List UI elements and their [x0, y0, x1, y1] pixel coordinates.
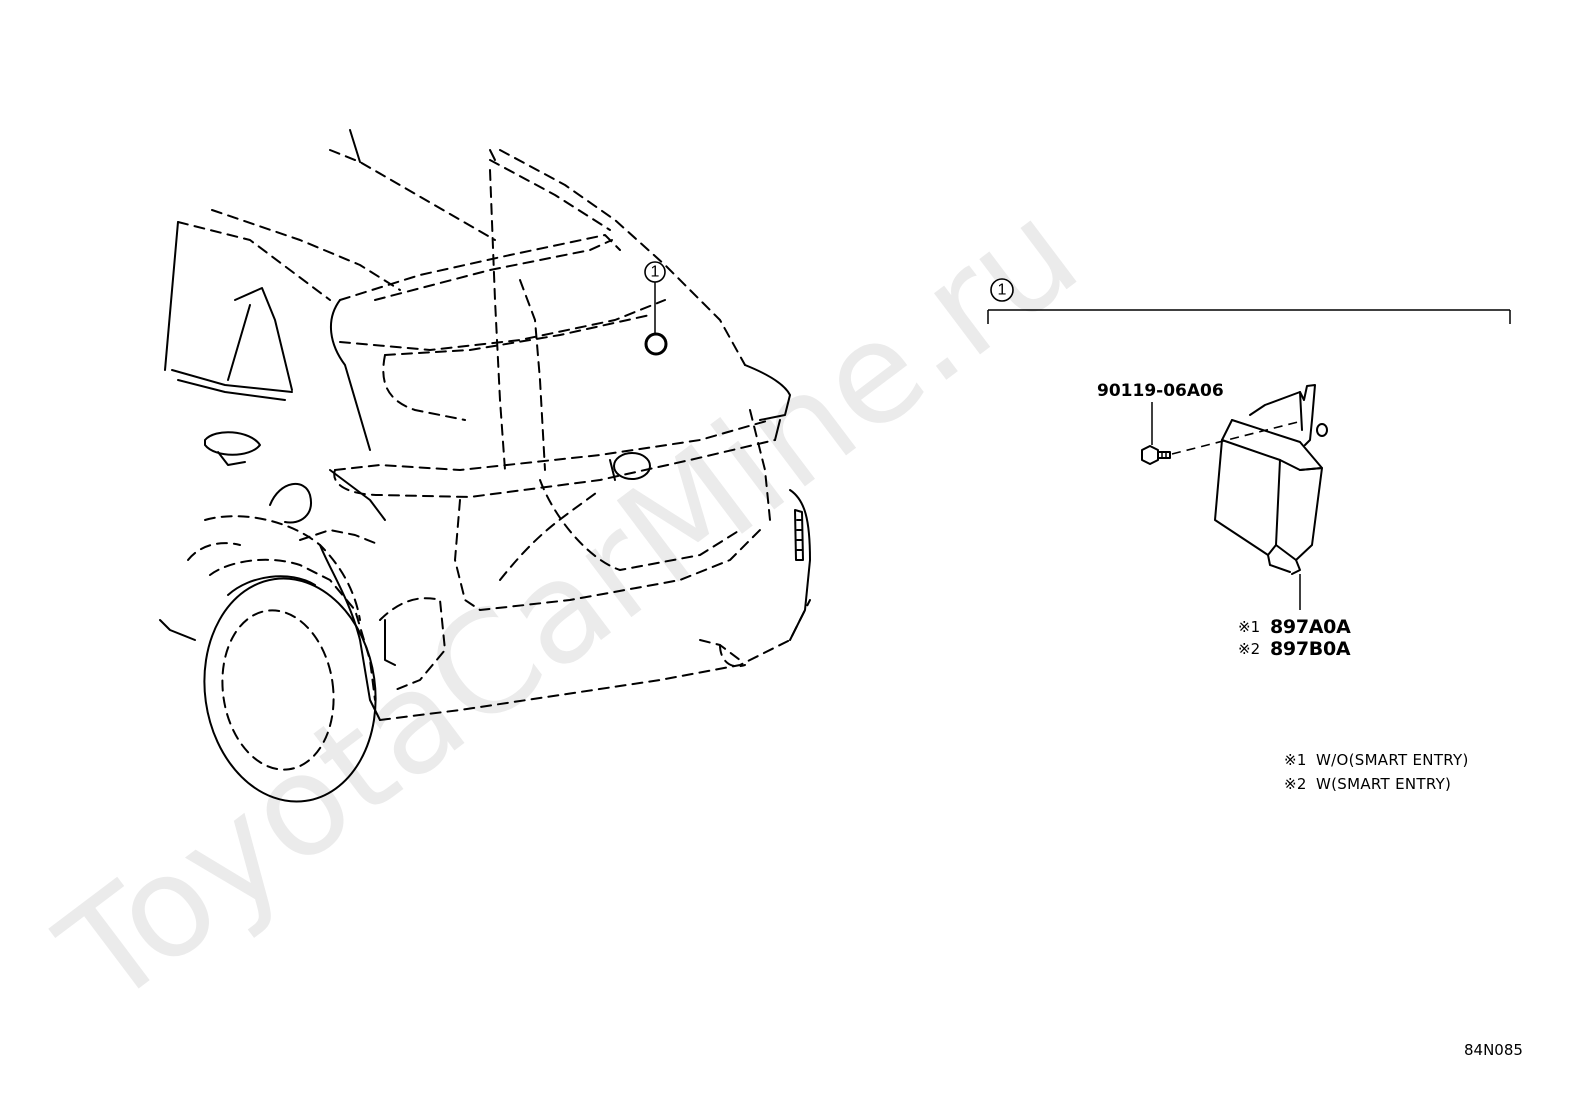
diagram-code: 84N085	[1464, 1041, 1523, 1059]
bolt-part-number: 90119-06A06	[1097, 381, 1224, 401]
note-marker-2: ※2	[1284, 775, 1307, 793]
callout-number-group: 1	[998, 282, 1007, 299]
callout-number-car: 1	[651, 264, 660, 281]
control-module-icon	[1214, 384, 1328, 575]
note-marker-1: ※1	[1284, 751, 1307, 769]
module-marker-2: ※2	[1238, 640, 1260, 658]
part-group-bracket: 1	[987, 278, 1511, 324]
module-part-number-2: 897B0A	[1270, 638, 1351, 660]
bolt-icon	[1141, 445, 1171, 465]
note-text-1: W/O(SMART ENTRY)	[1316, 751, 1469, 769]
module-part-number-1: 897A0A	[1270, 616, 1351, 638]
note-text-2: W(SMART ENTRY)	[1316, 775, 1451, 793]
module-marker-1: ※1	[1238, 618, 1260, 636]
callout-circle-car	[644, 261, 666, 283]
callout-circle-group	[990, 278, 1014, 302]
part-location-marker	[644, 332, 668, 356]
vehicle-rear-illustration: 1	[159, 129, 811, 803]
watermark-text: ToyotaCarMine.ru	[32, 171, 1108, 1038]
